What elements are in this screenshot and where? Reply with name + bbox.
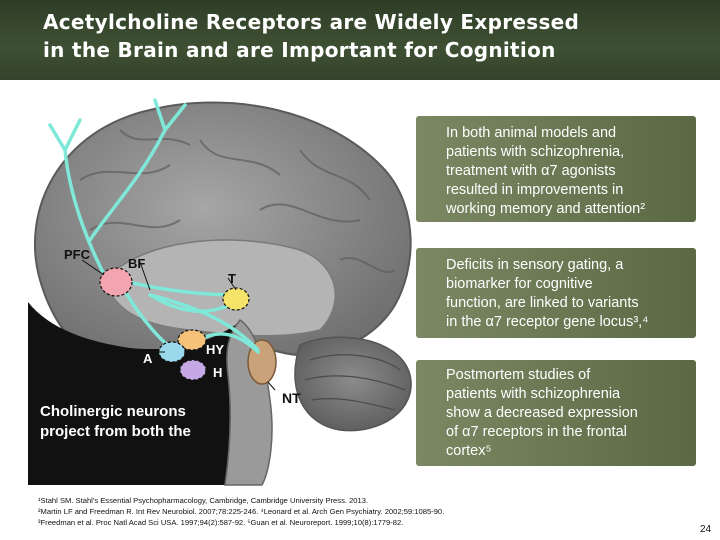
panel-2-text: Deficits in sensory gating, a biomarker …: [446, 257, 649, 330]
label-bf: BF: [128, 256, 146, 271]
reference-1: ¹Stahl SM. Stahl's Essential Psychopharm…: [38, 496, 369, 505]
reference-3: ³Freedman et al. Proc Natl Acad Sci USA.…: [38, 518, 404, 527]
cholinergic-caption: Cholinergic neurons project from both th…: [40, 403, 191, 440]
label-hy: HY: [206, 342, 225, 357]
label-nt: NT: [282, 390, 301, 406]
label-t: T: [228, 271, 236, 286]
title-bar: Acetylcholine Receptors are Widely Expre…: [0, 0, 720, 80]
panel-2-background: [416, 248, 696, 338]
brain-illustration: [28, 98, 412, 486]
panel-1-background: [416, 116, 696, 222]
label-a: A: [143, 351, 153, 366]
slide-title: Acetylcholine Receptors are Widely Expre…: [43, 10, 580, 62]
panel-3-background: [416, 360, 696, 466]
reference-2: ²Martin LF and Freedman R. Int Rev Neuro…: [38, 507, 445, 516]
panel-3-text: Postmortem studies of patients with schi…: [446, 367, 638, 459]
page-number: 24: [700, 524, 712, 535]
label-pfc: PFC: [64, 247, 90, 262]
panel-1-text: In both animal models and patients with …: [446, 125, 646, 217]
label-h: H: [213, 365, 223, 380]
references: ¹Stahl SM. Stahl's Essential Psychopharm…: [38, 495, 444, 528]
